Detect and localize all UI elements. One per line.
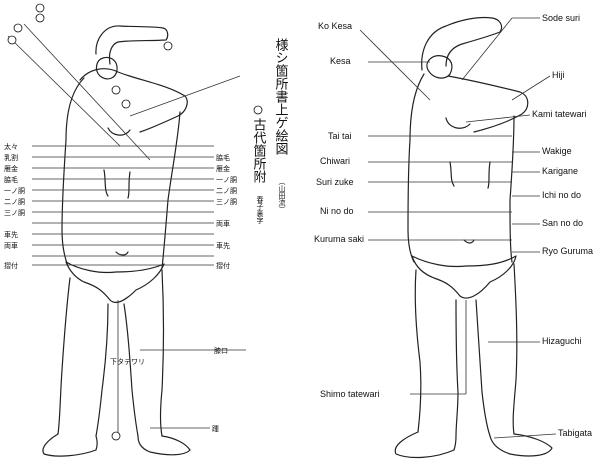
label-ni-no-do: Ni no do [320, 206, 354, 216]
jp-left-label: 車先 [4, 230, 18, 239]
japanese-leg-labels: 膝口 下タテワリ 踵 [110, 346, 228, 433]
label-san-no-do: San no do [542, 218, 583, 228]
jp-right-label: 二ノ胴 [216, 187, 237, 195]
label-shimo-tatewari: Shimo tatewari [320, 389, 380, 399]
label-chiwari: Chiwari [320, 156, 350, 166]
jp-left-label: 三ノ胴 [4, 209, 25, 217]
label-wakige: Wakige [542, 146, 572, 156]
left-torso [61, 77, 181, 269]
japanese-left-labels: 太々 乳割 雁金 脇毛 一ノ胴 二ノ胴 三ノ胴 車先 両車 摺付 [4, 142, 25, 270]
right-loincloth [411, 255, 517, 299]
left-loincloth [65, 261, 165, 303]
jp-right-label: 三ノ胴 [216, 198, 237, 206]
label-tai-tai: Tai tai [328, 131, 352, 141]
label-suri-zuke: Suri zuke [316, 177, 354, 187]
jp-title-seal [253, 105, 263, 115]
right-head [426, 55, 453, 79]
label-kesa: Kesa [330, 56, 351, 66]
jp-right-label: 一ノ胴 [216, 176, 237, 184]
historical-figure [7, 3, 246, 457]
jp-left-label: 脇毛 [4, 175, 18, 184]
jp-leg-label: 膝口 [214, 346, 228, 355]
right-bent-arm [447, 75, 529, 133]
jp-left-label: 摺付 [4, 261, 18, 270]
label-ryo-guruma: Ryo Guruma [542, 246, 593, 256]
label-hizaguchi: Hizaguchi [542, 336, 582, 346]
right-torso-detail [445, 117, 491, 244]
jp-left-label: 太々 [4, 142, 18, 151]
jp-left-label: 両車 [4, 241, 18, 250]
jp-right-label: 車先 [216, 241, 230, 250]
left-head [95, 56, 118, 80]
left-cut-lines [7, 23, 246, 436]
label-tabigata: Tabigata [558, 428, 592, 438]
jp-title-school: （山田流） [278, 178, 286, 213]
label-ko-kesa: Ko Kesa [318, 21, 352, 31]
label-ichi-no-do: Ichi no do [542, 190, 581, 200]
modern-figure [394, 16, 553, 459]
left-seal-marks [7, 3, 173, 441]
jp-left-label: 二ノ胴 [4, 198, 25, 206]
label-kuruma-saki: Kuruma saki [314, 234, 364, 244]
right-torso [407, 73, 515, 263]
label-sode-suri: Sode suri [542, 13, 580, 23]
left-torso-detail [103, 127, 131, 256]
left-raised-arm [95, 25, 169, 65]
jp-leg-label: 下タテワリ [110, 357, 145, 366]
jp-leg-label: 踵 [212, 425, 219, 433]
right-feet [394, 431, 553, 459]
jp-right-label: 雁金 [216, 164, 230, 173]
left-legs [57, 269, 165, 437]
english-labels: Ko Kesa Kesa Tai tai Chiwari Suri zuke N… [314, 13, 593, 438]
jp-right-label: 両車 [216, 219, 230, 228]
right-legs [414, 263, 518, 437]
jp-title-sub: 古代箇所附 [251, 118, 267, 183]
right-raised-arm [421, 16, 503, 71]
left-feet [42, 433, 191, 457]
label-kami-tatewari: Kami tatewari [532, 109, 587, 119]
jp-title-note: 春子裏字 [256, 195, 264, 224]
jp-left-label: 雁金 [4, 164, 18, 173]
label-hiji: Hiji [552, 70, 565, 80]
label-karigane: Karigane [542, 166, 578, 176]
jp-left-label: 乳割 [4, 153, 18, 162]
leader-lines [359, 17, 557, 439]
jp-right-label: 摺付 [216, 261, 230, 270]
japanese-right-labels: 脇毛 雁金 一ノ胴 二ノ胴 三ノ胴 両車 車先 摺付 [216, 153, 237, 270]
jp-title-main: 様シ箇所書上ゲ絵図 [273, 38, 289, 155]
jp-left-label: 一ノ胴 [4, 187, 25, 195]
jp-right-label: 脇毛 [216, 153, 230, 162]
japanese-title: 様シ箇所書上ゲ絵図 （山田流） 古代箇所附 春子裏字 [251, 38, 289, 224]
